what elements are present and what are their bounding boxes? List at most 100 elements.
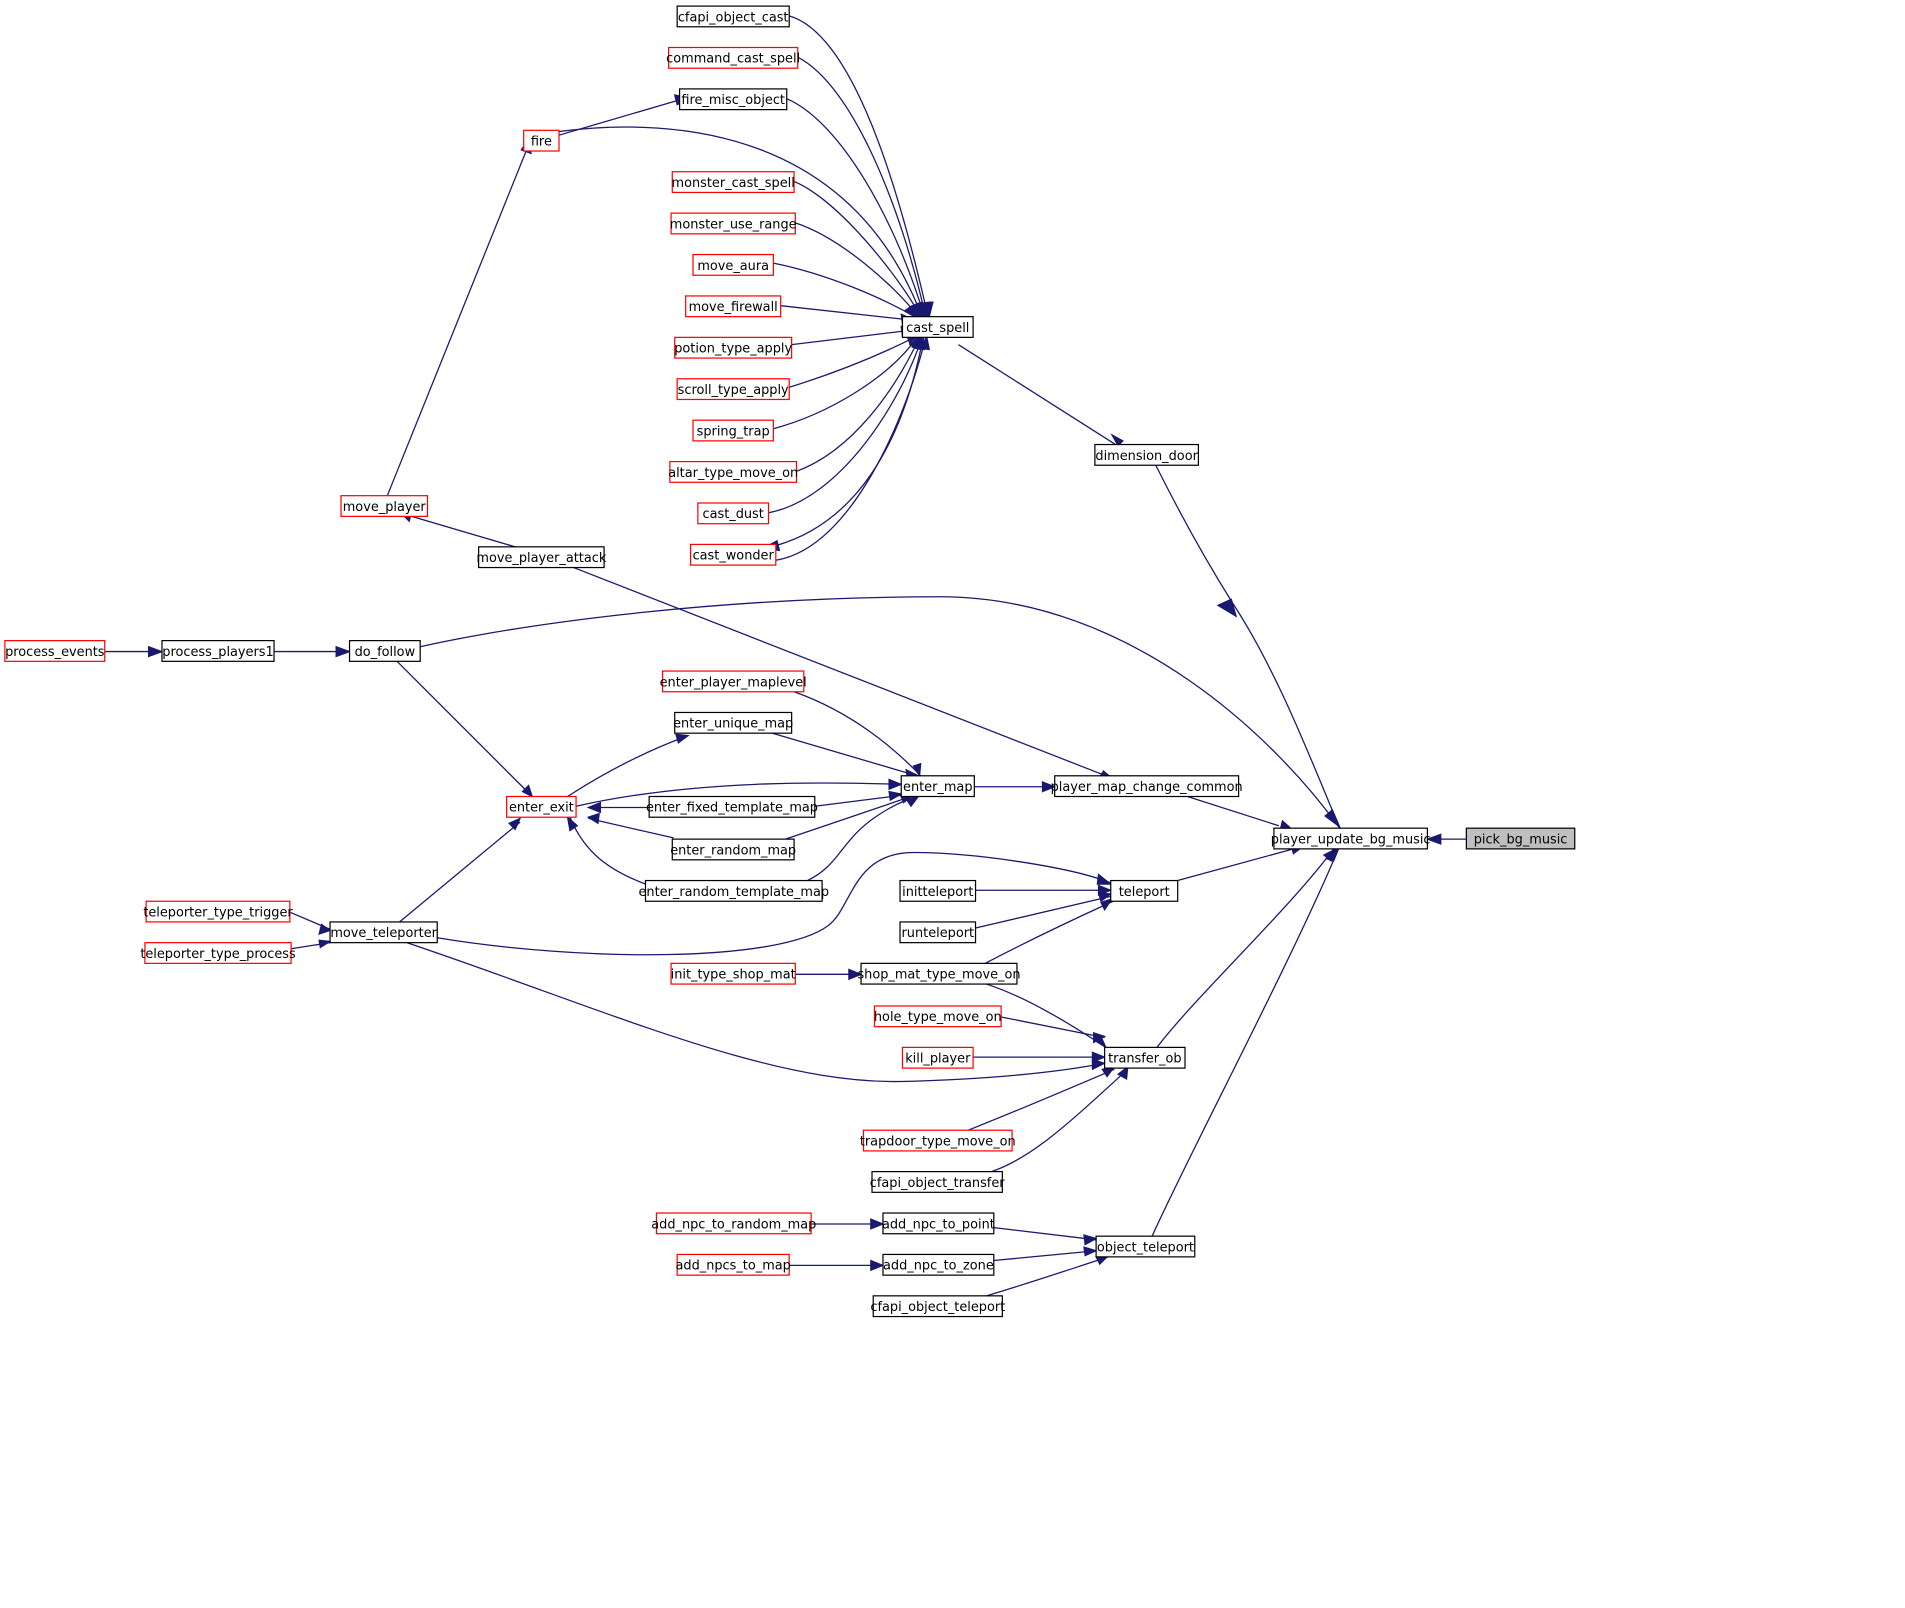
node-dimension-door[interactable]: dimension_door [1094,443,1200,466]
node-add-npc-to-zone[interactable]: add_npc_to_zone [882,1253,995,1276]
node-transfer-ob[interactable]: transfer_ob [1104,1046,1186,1069]
edge-player-map-change-common-to-move-player-attack [573,566,1114,780]
edge-object-teleport-to-add-npc-to-point [993,1227,1098,1246]
node-box [692,253,774,276]
node-process-events[interactable]: process_events [4,640,106,662]
node-runteleport[interactable]: runteleport [899,921,977,944]
node-monster-use-range[interactable]: monster_use_range [670,212,797,235]
edge-transfer-ob-to-move-teleporter [406,942,1107,1083]
node-enter-player-maplevel[interactable]: enter_player_maplevel [660,670,807,693]
edge-enter-exit-to-move-teleporter [399,817,522,923]
node-enter-exit[interactable]: enter_exit [506,795,577,818]
edge-player-update-bg-music-to-player-map-change-common [1187,795,1296,832]
node-shop-mat-type-move-on[interactable]: shop_mat_type_move_on [857,962,1021,985]
node-box [661,670,805,693]
edge-line [791,330,903,346]
edge-add-npc-to-point-to-add-npc-to-random-map [811,1218,885,1230]
node-box [348,640,421,662]
node-teleporter-type-process[interactable]: teleporter_type_process [140,942,296,964]
node-scroll-type-apply[interactable]: scroll_type_apply [676,378,790,401]
node-box [671,171,795,194]
node-player-update-bg-music[interactable]: player_update_bg_music [1271,827,1431,850]
node-cfapi-object-cast[interactable]: cfapi_object_cast [676,5,790,28]
node-add-npcs-to-map[interactable]: add_npcs_to_map [676,1253,791,1276]
edge-pick-bg-music-to-player-update-bg-music [1425,833,1467,845]
node-do-follow[interactable]: do_follow [348,640,421,662]
node-box [478,546,605,569]
node-box [901,1046,974,1069]
node-label: enter_random_template_map [639,885,830,900]
node-initteleport[interactable]: initteleport [899,879,977,902]
node-teleport[interactable]: teleport [1110,879,1179,902]
edge-line [1156,848,1335,1048]
edge-arrowhead [1091,1058,1107,1071]
edge-line [558,126,923,317]
edge-enter-map-to-enter-fixed-template-map [814,790,903,807]
node-command-cast-spell[interactable]: command_cast_spell [666,46,800,69]
edge-line [575,782,902,807]
node-box [882,1253,995,1276]
node-process-players1[interactable]: process_players1 [161,640,275,662]
edge-line [775,337,927,561]
edge-arrowhead [675,733,690,744]
node-cast-wonder[interactable]: cast_wonder [689,543,777,566]
node-move-player[interactable]: move_player [340,495,429,517]
node-cfapi-object-transfer[interactable]: cfapi_object_transfer [870,1171,1006,1193]
edge-arrowhead [848,968,863,981]
node-kill-player[interactable]: kill_player [901,1046,974,1069]
node-teleporter-type-trigger[interactable]: teleporter_type_trigger [143,900,293,923]
node-cfapi-object-teleport[interactable]: cfapi_object_teleport [870,1295,1005,1318]
node-move-player-attack[interactable]: move_player_attack [476,546,607,569]
nodes-layer: pick_bg_music player_update_bg_music dimen… [4,5,1576,1318]
node-box [882,1212,995,1235]
node-hole-type-move-on[interactable]: hole_type_move_on [873,1005,1002,1028]
edge-line [797,56,927,317]
node-init-type-shop-mat[interactable]: init_type_shop_mat [670,962,796,985]
node-monster-cast-spell[interactable]: monster_cast_spell [671,171,795,194]
node-move-firewall[interactable]: move_firewall [685,295,782,318]
node-fire-misc-object[interactable]: fire_misc_object [678,88,788,111]
edge-line [771,732,918,777]
edge-arrowhead [905,795,920,808]
node-player-map-change-common[interactable]: player_map_change_common [1051,775,1243,798]
node-label: enter_player_maplevel [660,675,807,690]
edge-line [558,99,680,136]
node-label: kill_player [905,1052,971,1067]
node-move-teleporter[interactable]: move_teleporter [329,921,438,944]
node-enter-fixed-template-map[interactable]: enter_fixed_template_map [646,795,818,818]
edge-line [396,660,533,797]
node-altar-type-move-on[interactable]: altar_type_move_on [668,460,798,483]
edge-line [793,180,922,317]
node-fire[interactable]: fire [523,129,560,152]
node-add-npc-to-random-map[interactable]: add_npc_to_random_map [651,1212,816,1235]
node-enter-map[interactable]: enter_map [900,775,975,798]
node-add-npc-to-point[interactable]: add_npc_to_point [882,1212,995,1235]
edge-line [1187,795,1279,827]
edge-line [406,942,1105,1083]
node-spring-trap[interactable]: spring_trap [692,419,774,442]
edge-transfer-ob-to-hole-type-move-on [1000,1016,1107,1044]
node-box [523,129,560,152]
node-box [1465,827,1576,850]
node-potion-type-apply[interactable]: potion_type_apply [674,336,793,359]
node-enter-random-template-map[interactable]: enter_random_template_map [639,879,830,902]
node-cast-spell[interactable]: cast_spell [901,316,974,338]
node-box [871,1171,1003,1193]
edge-enter-map-to-enter-unique-map [771,732,921,779]
edge-shop-mat-type-move-on-to-init-type-shop-mat [795,968,863,981]
edge-arrowhead [318,939,332,949]
edge-arrowhead [508,817,522,831]
node-object-teleport[interactable]: object_teleport [1095,1235,1196,1258]
node-enter-random-map[interactable]: enter_random_map [670,838,796,861]
node-move-aura[interactable]: move_aura [692,253,774,276]
node-label: cast_spell [906,321,969,336]
node-cast-dust[interactable]: cast_dust [697,502,770,525]
node-box [1104,1046,1186,1069]
node-box [655,1212,812,1235]
node-enter-unique-map[interactable]: enter_unique_map [673,711,793,734]
node-label: scroll_type_apply [678,383,789,398]
edge-arrowhead [919,335,931,351]
node-pick-bg-music[interactable]: pick_bg_music [1465,827,1576,850]
edge-arrowhead [335,645,352,658]
node-trapdoor-type-move-on[interactable]: trapdoor_type_move_on [860,1129,1016,1152]
